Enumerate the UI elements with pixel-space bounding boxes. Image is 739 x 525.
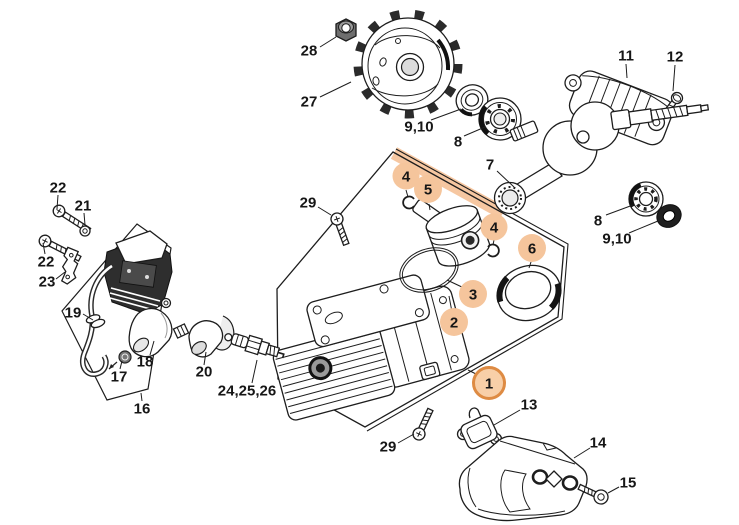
highlight-4-left[interactable]: 4 bbox=[392, 162, 420, 190]
ball-bearing-right-drawing bbox=[628, 181, 664, 217]
circlip-right-drawing bbox=[487, 243, 500, 258]
piston-drawing bbox=[425, 205, 491, 267]
part-label-22-mid[interactable]: 22 bbox=[38, 254, 55, 271]
spark-plug-boot-drawing bbox=[128, 307, 173, 358]
muffler-drawing bbox=[458, 435, 588, 522]
part-label-13[interactable]: 13 bbox=[521, 397, 538, 414]
highlight-label[interactable]: 6 bbox=[528, 241, 536, 258]
part-label-8-top[interactable]: 8 bbox=[454, 134, 462, 151]
part-label-8-right[interactable]: 8 bbox=[594, 213, 602, 230]
part-label-19[interactable]: 19 bbox=[65, 305, 82, 322]
part-label-9-10-right[interactable]: 9,10 bbox=[602, 231, 631, 248]
highlight-label[interactable]: 4 bbox=[402, 169, 411, 186]
contact-spring-drawing bbox=[108, 350, 132, 370]
part-label-28[interactable]: 28 bbox=[301, 43, 318, 60]
wire-grommet-drawing bbox=[85, 314, 106, 329]
highlight-6[interactable]: 6 bbox=[518, 234, 546, 262]
highlight-4-right[interactable]: 4 bbox=[480, 213, 508, 241]
muffler-gasket-drawing bbox=[456, 407, 503, 450]
highlight-2[interactable]: 2 bbox=[440, 308, 468, 336]
highlight-label[interactable]: 1 bbox=[485, 376, 493, 393]
part-label-29-bottom[interactable]: 29 bbox=[380, 439, 397, 456]
part-label-21[interactable]: 21 bbox=[75, 198, 92, 215]
part-label-12[interactable]: 12 bbox=[667, 49, 684, 66]
highlight-markers: 4 5 4 6 3 2 1 bbox=[392, 162, 546, 400]
bearing-seal-top-drawing bbox=[455, 84, 489, 117]
part-label-20[interactable]: 20 bbox=[196, 364, 213, 381]
part-label-16[interactable]: 16 bbox=[134, 401, 151, 418]
cylinder-assembly-box bbox=[276, 147, 569, 432]
muffler-screw-drawing bbox=[577, 483, 609, 505]
part-label-18[interactable]: 18 bbox=[137, 354, 154, 371]
intake-sleeve-drawing bbox=[496, 264, 562, 322]
highlight-5[interactable]: 5 bbox=[414, 175, 442, 203]
part-label-11[interactable]: 11 bbox=[618, 48, 634, 65]
screw-29-bottom-drawing bbox=[412, 407, 434, 441]
part-label-24-25-26[interactable]: 24,25,26 bbox=[218, 383, 276, 400]
part-label-23[interactable]: 23 bbox=[39, 274, 56, 291]
leader-lines bbox=[42, 36, 676, 494]
spark-plug-drawing bbox=[224, 333, 285, 359]
part-label-22-top[interactable]: 22 bbox=[50, 180, 67, 197]
highlight-label[interactable]: 5 bbox=[424, 182, 432, 199]
highlight-1-selected[interactable]: 1 bbox=[472, 366, 506, 400]
ignition-module-drawing bbox=[103, 230, 173, 315]
circlip-left-drawing bbox=[402, 195, 415, 210]
part-label-27[interactable]: 27 bbox=[301, 94, 318, 111]
ignition-lead-wire-drawing bbox=[80, 263, 114, 377]
crankshaft-drawing bbox=[493, 101, 710, 215]
highlight-label[interactable]: 3 bbox=[469, 287, 477, 304]
part-label-9-10-top[interactable]: 9,10 bbox=[404, 119, 433, 136]
piston-ring-drawing bbox=[399, 247, 459, 293]
oil-seal-right-drawing bbox=[656, 204, 682, 228]
highlight-3[interactable]: 3 bbox=[459, 280, 487, 308]
cylinder-drawing bbox=[272, 274, 470, 421]
flywheel-nut-drawing bbox=[335, 18, 357, 42]
part-label-17[interactable]: 17 bbox=[111, 369, 128, 386]
flywheel-drawing bbox=[353, 9, 463, 119]
part-label-14[interactable]: 14 bbox=[590, 435, 607, 452]
bracket-23-drawing bbox=[60, 246, 80, 285]
part-label-7[interactable]: 7 bbox=[486, 157, 494, 174]
part-labels: 28 27 9,10 8 11 12 7 8 9,10 22 21 22 23 … bbox=[38, 43, 684, 492]
highlight-label[interactable]: 4 bbox=[490, 220, 499, 237]
part-label-15[interactable]: 15 bbox=[620, 475, 637, 492]
part-label-29-left[interactable]: 29 bbox=[300, 195, 317, 212]
highlight-label[interactable]: 2 bbox=[450, 315, 458, 332]
screw-29-left-drawing bbox=[330, 212, 350, 247]
washer-21-drawing bbox=[79, 225, 91, 237]
plug-cap-drawing bbox=[172, 315, 235, 358]
